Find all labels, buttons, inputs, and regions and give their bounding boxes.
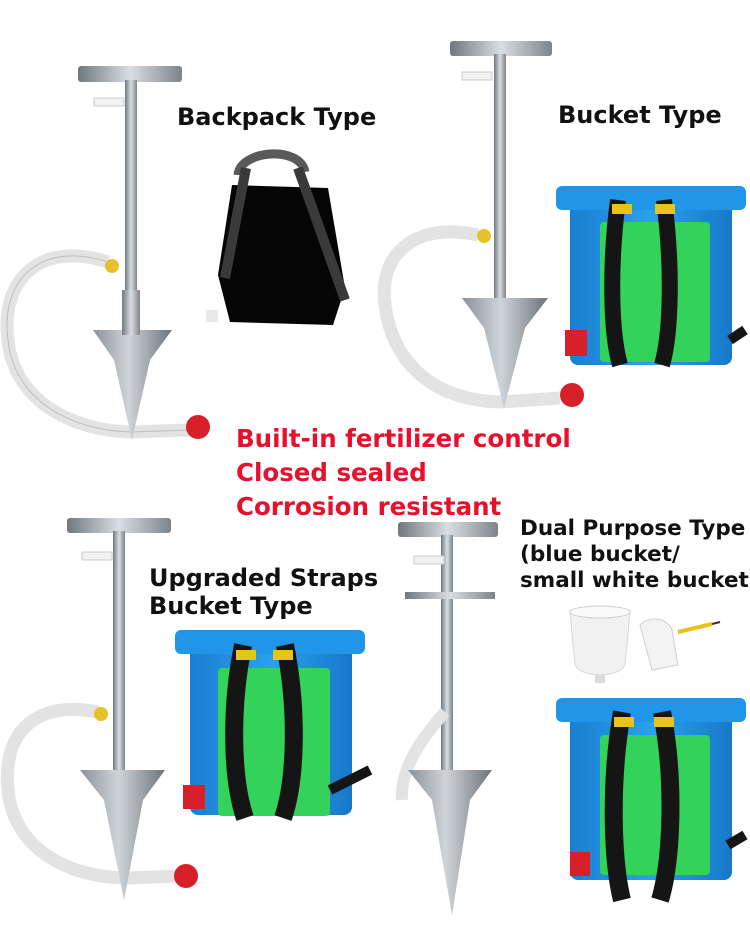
planter-tool-upgraded (0, 518, 198, 900)
upgraded-straps-label: Upgraded Straps Bucket Type (149, 564, 378, 621)
blue-bucket-dual (556, 698, 748, 903)
feature-item: Built-in fertilizer control (236, 424, 571, 453)
feature-item: Corrosion resistant (236, 491, 502, 521)
dual-label-line2: (blue bucket/ (520, 541, 680, 567)
feature-list: Built-in fertilizer control Closed seale… (236, 422, 571, 523)
bucket-type-label: Bucket Type (558, 101, 722, 129)
upgraded-label-line2: Bucket Type (149, 592, 313, 621)
dual-label-line3: small white bucket) (520, 567, 750, 593)
planter-tool-dual (395, 522, 498, 915)
planter-tool-backpack (0, 66, 210, 440)
feature-item: Closed sealed (236, 457, 427, 487)
dual-label-line1: Dual Purpose Type (520, 516, 746, 541)
planter-tool-bucket (377, 41, 584, 409)
gloves-icon (639, 618, 721, 671)
backpack-bag (206, 149, 350, 325)
blue-bucket-upgraded (175, 630, 373, 821)
upgraded-label-line1: Upgraded Straps (149, 564, 379, 592)
blue-bucket (556, 186, 748, 368)
small-white-bucket (569, 605, 631, 683)
dual-purpose-label: Dual Purpose Type (blue bucket/ small wh… (520, 516, 750, 593)
backpack-type-label: Backpack Type (177, 103, 377, 131)
